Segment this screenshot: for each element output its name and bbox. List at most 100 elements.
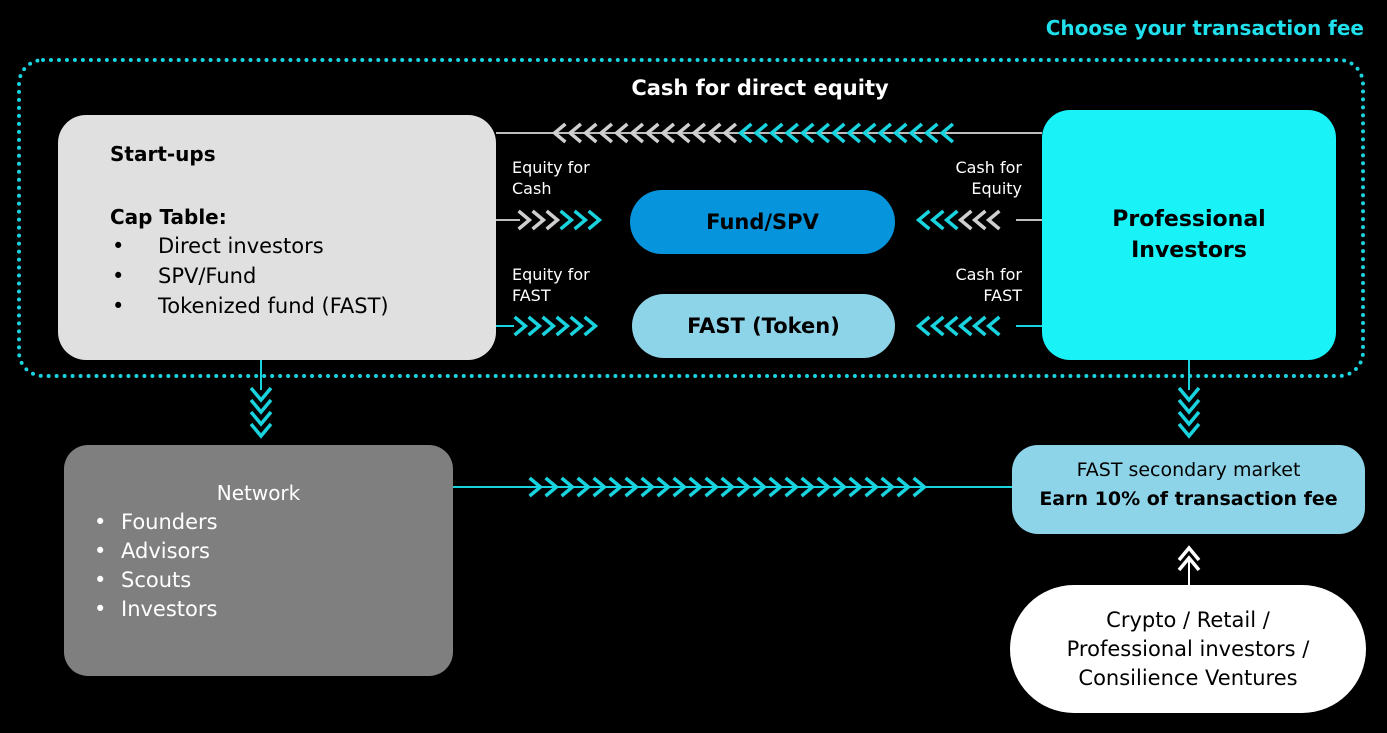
chevron-icon (957, 315, 973, 337)
network-title: Network (216, 481, 301, 505)
chevron-icon (691, 122, 707, 144)
chevron-icon (706, 122, 722, 144)
chevron-icon (957, 209, 973, 231)
chevron-icon (688, 476, 704, 498)
professional-line2: Investors (1131, 238, 1247, 263)
chevron-icon (528, 476, 544, 498)
chevron-icon (908, 122, 924, 144)
chevron-icon (613, 122, 629, 144)
chevron-icon (527, 315, 543, 337)
chevron-icon (722, 122, 738, 144)
chevron-icon (943, 315, 959, 337)
chevron-icon (569, 315, 585, 337)
chevron-icon (896, 476, 912, 498)
crypto-retail-investors-box: Crypto / Retail / Professional investors… (1010, 585, 1366, 713)
chevron-icon (551, 122, 567, 144)
chevron-icon (861, 122, 877, 144)
chevron-icon (915, 209, 931, 231)
chevron-icon (943, 209, 959, 231)
chevron-icon (736, 476, 752, 498)
chevron-icon (864, 476, 880, 498)
transaction-fee-earning: Earn 10% of transaction fee (1039, 488, 1338, 510)
network-market-chevrons (528, 476, 928, 498)
chevron-icon (672, 476, 688, 498)
crypto-line: Crypto / Retail / (1106, 607, 1270, 632)
chevron-icon (892, 122, 908, 144)
professional-line1: Professional (1112, 207, 1266, 232)
transaction-fee-frame (17, 58, 1365, 378)
chevron-icon (1177, 422, 1201, 439)
chevron-icon (815, 122, 831, 144)
chevron-icon (544, 476, 560, 498)
chevron-icon (576, 476, 592, 498)
chevron-icon (800, 476, 816, 498)
chevron-icon (784, 476, 800, 498)
chevron-icon (929, 209, 945, 231)
chevron-icon (559, 209, 575, 231)
chevron-icon (830, 122, 846, 144)
network-item: •Founders (94, 510, 218, 534)
chevron-icon (846, 122, 862, 144)
chevron-icon (704, 476, 720, 498)
chevron-icon (249, 398, 273, 415)
chevron-icon (816, 476, 832, 498)
network-box: Network •Founders •Advisors •Scouts •Inv… (64, 445, 453, 676)
chevron-icon (971, 315, 987, 337)
chevron-icon (1177, 410, 1201, 427)
chevron-icon (517, 209, 533, 231)
chevron-icon (832, 476, 848, 498)
chevron-icon (624, 476, 640, 498)
chevron-icon (1177, 386, 1201, 403)
chevron-icon (929, 315, 945, 337)
chevron-icon (587, 209, 603, 231)
cap-table-item: •Direct investors (112, 234, 324, 258)
chevron-icon (877, 122, 893, 144)
chevron-icon (752, 476, 768, 498)
chevron-icon (582, 122, 598, 144)
chevron-icon (513, 315, 529, 337)
network-item: •Advisors (94, 539, 210, 563)
chevron-icon (583, 315, 599, 337)
chevron-icon (848, 476, 864, 498)
chevron-icon (598, 122, 614, 144)
chevron-icon (249, 386, 273, 403)
chevron-icon (249, 410, 273, 427)
chevron-icon (737, 122, 753, 144)
fast-token-pill: FAST (Token) (632, 294, 895, 358)
crypto-line: Consilience Ventures (1078, 665, 1298, 690)
direct-equity-chevrons (551, 122, 955, 144)
chevron-icon (640, 476, 656, 498)
chevron-icon (656, 476, 672, 498)
chevron-icon (660, 122, 676, 144)
crypto-line: Professional investors / (1066, 636, 1310, 661)
chevron-icon (753, 122, 769, 144)
chevron-icon (1177, 398, 1201, 415)
chevron-icon (541, 315, 557, 337)
chevron-icon (880, 476, 896, 498)
chevron-icon (573, 209, 589, 231)
chevron-icon (249, 422, 273, 439)
network-item: •Scouts (94, 568, 192, 592)
cash-for-direct-equity-title: Cash for direct equity (631, 76, 889, 100)
chevron-icon (608, 476, 624, 498)
startups-box (58, 115, 496, 360)
chevron-icon (531, 209, 547, 231)
chevron-icon (592, 476, 608, 498)
chevron-icon (923, 122, 939, 144)
secondary-market-title: FAST secondary market (1076, 459, 1301, 481)
chevron-icon (1177, 555, 1201, 572)
chevron-icon (768, 122, 784, 144)
cap-table-item: •SPV/Fund (112, 264, 257, 288)
chevron-icon (985, 209, 1001, 231)
fund-spv-pill: Fund/SPV (630, 190, 895, 254)
chevron-icon (629, 122, 645, 144)
chevron-icon (644, 122, 660, 144)
chevron-icon (1177, 545, 1201, 562)
crypto-up-chevrons (1177, 545, 1201, 572)
chevron-icon (567, 122, 583, 144)
